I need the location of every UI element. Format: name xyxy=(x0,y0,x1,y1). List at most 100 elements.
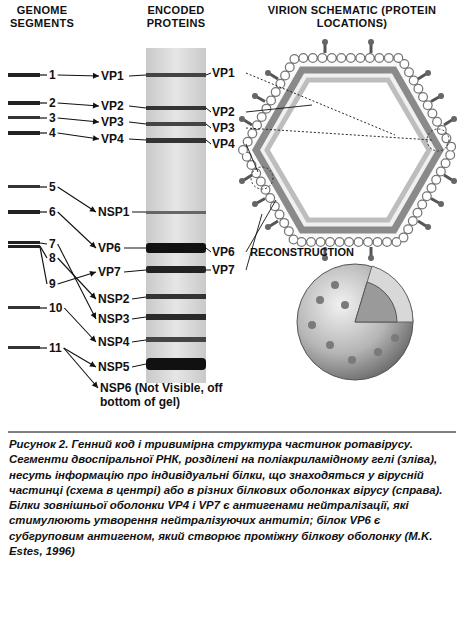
gel-band xyxy=(8,73,40,77)
protein-label: NSP2 xyxy=(98,292,129,306)
leader-line xyxy=(40,347,47,348)
gel-band xyxy=(146,138,206,143)
surface-bumps xyxy=(308,281,399,364)
node-text: 1 xyxy=(49,68,56,82)
arrow-line xyxy=(58,212,96,248)
node-text: NSP1 xyxy=(98,205,129,219)
figure-caption: Рисунок 2. Генний код і тривимірна струк… xyxy=(9,437,453,559)
arrow-head xyxy=(89,361,96,367)
spike-knob xyxy=(368,255,374,261)
gel-band xyxy=(146,122,206,126)
pointer-line xyxy=(246,128,432,140)
node-text: NSP3 xyxy=(98,312,129,326)
bump xyxy=(391,334,399,342)
leader-line xyxy=(132,212,146,213)
segment-number: 4 xyxy=(49,126,56,140)
spike-knob xyxy=(239,116,245,122)
protein-label: VP1 xyxy=(212,66,235,80)
column-header: GENOME SEGMENTS xyxy=(2,4,82,30)
bump xyxy=(308,321,316,329)
mapping-arrow xyxy=(64,308,96,342)
node-text: 6 xyxy=(49,205,56,219)
gel-band xyxy=(146,314,206,320)
arrow-line xyxy=(58,258,96,299)
vp4-spikes xyxy=(244,44,452,256)
gel-band xyxy=(146,358,206,370)
arrow-line xyxy=(64,348,96,367)
node-text: VP3 xyxy=(101,115,124,129)
spike-knob xyxy=(438,93,444,99)
gel-band xyxy=(8,245,40,248)
spike-knob xyxy=(425,224,431,230)
protein-label: NSP6 (Not Visible, off bottom of gel) xyxy=(100,381,265,409)
protein-label: VP6 xyxy=(98,241,121,255)
sphere xyxy=(297,264,413,380)
cutaway xyxy=(355,266,413,322)
arrow-head xyxy=(93,103,99,109)
leader-line xyxy=(206,124,211,128)
protein-label: VP2 xyxy=(101,99,124,113)
mapping-arrow xyxy=(58,187,96,212)
gel-band xyxy=(146,294,206,299)
spike-knob xyxy=(368,39,374,45)
gel-band xyxy=(8,346,40,349)
arrow-line xyxy=(58,75,99,76)
node-text: 7 xyxy=(49,237,56,251)
gel-band xyxy=(146,266,206,273)
segment-number: 7 xyxy=(49,237,56,251)
segment-number: 3 xyxy=(49,111,56,125)
leader-line xyxy=(129,139,146,140)
arrow-line xyxy=(58,133,99,139)
outer-shell xyxy=(243,58,453,242)
node-text: NSP6 (Not Visible, off bottom of gel) xyxy=(100,381,265,409)
genome-gel xyxy=(8,73,47,349)
leader-line xyxy=(124,270,146,272)
protein-label: VP2 xyxy=(212,105,235,119)
leader-line xyxy=(40,132,47,133)
gel-lane xyxy=(146,48,206,383)
leader-line xyxy=(40,247,47,284)
arrow-line xyxy=(58,118,99,122)
arrow-line xyxy=(58,244,96,319)
arrow-head xyxy=(92,381,98,388)
mapping-arrow xyxy=(64,348,96,367)
pointer-line xyxy=(246,105,312,112)
protein-label: NSP5 xyxy=(98,360,129,374)
protein-label: VP4 xyxy=(101,132,124,146)
caption-rule xyxy=(8,432,456,433)
protein-label: VP3 xyxy=(212,121,235,135)
gel-band xyxy=(8,241,40,244)
spike-knob xyxy=(252,93,258,99)
mapping-arrow xyxy=(58,103,99,109)
spike-knob xyxy=(438,201,444,207)
arrow-head xyxy=(93,135,99,141)
leader-line xyxy=(206,108,211,112)
arrow-line xyxy=(58,103,99,106)
mapping-arrow xyxy=(58,73,99,79)
leader-line xyxy=(40,186,47,187)
protein-label: VP4 xyxy=(212,137,235,151)
node-text: 2 xyxy=(49,96,56,110)
mapping-arrow xyxy=(58,244,96,319)
node-text: VP1 xyxy=(101,69,124,83)
mapping-arrow xyxy=(58,258,96,299)
leader-line xyxy=(206,270,211,271)
spike-knob xyxy=(425,70,431,76)
leader-line xyxy=(129,75,146,76)
leader-line xyxy=(40,102,47,103)
protein-label: NSP1 xyxy=(98,205,129,219)
pointer-line xyxy=(246,73,395,135)
node-text: NSP5 xyxy=(98,360,129,374)
gel-band xyxy=(8,210,40,214)
spike-knob xyxy=(451,178,457,184)
leader-line xyxy=(132,364,146,367)
node-text: 8 xyxy=(49,251,56,265)
node-text: VP6 xyxy=(98,241,121,255)
node-text: 5 xyxy=(49,180,56,194)
spike-knob xyxy=(252,201,258,207)
panel-label: RECONSTRUCTION xyxy=(250,246,354,259)
arrow-head xyxy=(90,293,96,299)
leader-line xyxy=(132,317,146,319)
